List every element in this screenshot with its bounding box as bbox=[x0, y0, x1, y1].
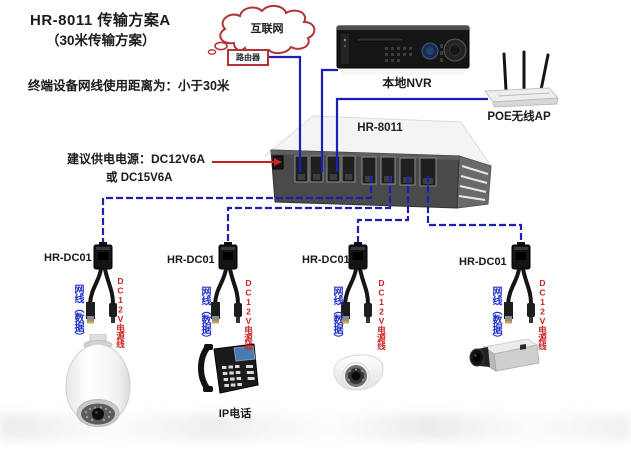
wireless-ap-label: POE无线AP bbox=[487, 111, 551, 123]
power-cable-label: DC12V电源线 bbox=[376, 278, 387, 350]
poe-splitter-icon bbox=[211, 242, 242, 324]
power-port bbox=[272, 155, 284, 170]
poe-splitter-icon bbox=[86, 242, 117, 324]
mini-dome-camera-icon bbox=[333, 354, 384, 391]
ptz-dome-camera-icon bbox=[65, 334, 131, 427]
internet-label: 互联网 bbox=[250, 23, 284, 35]
router-label: 路由器 bbox=[236, 53, 260, 62]
power-cable-label: DC12V电源线 bbox=[243, 278, 254, 350]
phone-screen bbox=[233, 345, 256, 362]
ip-phone-icon bbox=[198, 343, 259, 394]
power-cable-label: DC12V电源线 bbox=[537, 278, 548, 350]
splitter-label: HR-DC01 bbox=[167, 254, 215, 266]
switch-model-label: HR-8011 bbox=[357, 122, 403, 134]
box-camera-icon bbox=[469, 338, 540, 372]
power-cable-label: DC12V电源线 bbox=[115, 276, 126, 348]
ip-phone-label: IP电话 bbox=[218, 408, 252, 420]
rj45-plug bbox=[211, 302, 220, 319]
router-box: 路由器 bbox=[227, 49, 269, 66]
page-subtitle: （30米传输方案） bbox=[46, 33, 156, 48]
splitter-label: HR-DC01 bbox=[44, 252, 92, 264]
camera-lens bbox=[351, 371, 361, 381]
cable-distance-note: 终端设备网线使用距离为：小于30米 bbox=[28, 79, 230, 93]
rj45-plug bbox=[341, 302, 350, 319]
camera-detail bbox=[520, 344, 526, 350]
rj45-ports bbox=[294, 155, 437, 187]
dc-plug bbox=[109, 303, 117, 317]
dc-plug bbox=[234, 303, 242, 317]
power-note-line2: 或 DC15V6A bbox=[106, 172, 173, 184]
wireless-ap-icon bbox=[484, 50, 560, 108]
rj45-plug bbox=[504, 302, 513, 319]
dc-plug bbox=[527, 303, 535, 317]
dvd-slot bbox=[356, 37, 404, 42]
data-cable-label: 网线（数据） bbox=[490, 286, 501, 343]
camera-lens bbox=[92, 408, 104, 420]
data-cable-label: 网线（数据） bbox=[331, 286, 342, 343]
nvr-label: 本地NVR bbox=[382, 76, 432, 90]
data-cable-label: 网线（数据） bbox=[199, 286, 210, 343]
dc-plug bbox=[364, 303, 372, 317]
page-title: HR-8011 传输方案A bbox=[30, 12, 171, 29]
rj45-plug bbox=[86, 302, 95, 319]
nvr-icon bbox=[336, 25, 470, 75]
splitter-label: HR-DC01 bbox=[459, 256, 507, 268]
data-cable-label: 网线（数据） bbox=[72, 284, 83, 341]
antenna-icon bbox=[502, 52, 508, 92]
splitter-label: HR-DC01 bbox=[302, 254, 350, 266]
antenna-icon bbox=[539, 53, 550, 92]
phone-handset bbox=[198, 345, 210, 391]
power-note-line1: 建议供电电源：DC12V6A bbox=[67, 152, 206, 166]
